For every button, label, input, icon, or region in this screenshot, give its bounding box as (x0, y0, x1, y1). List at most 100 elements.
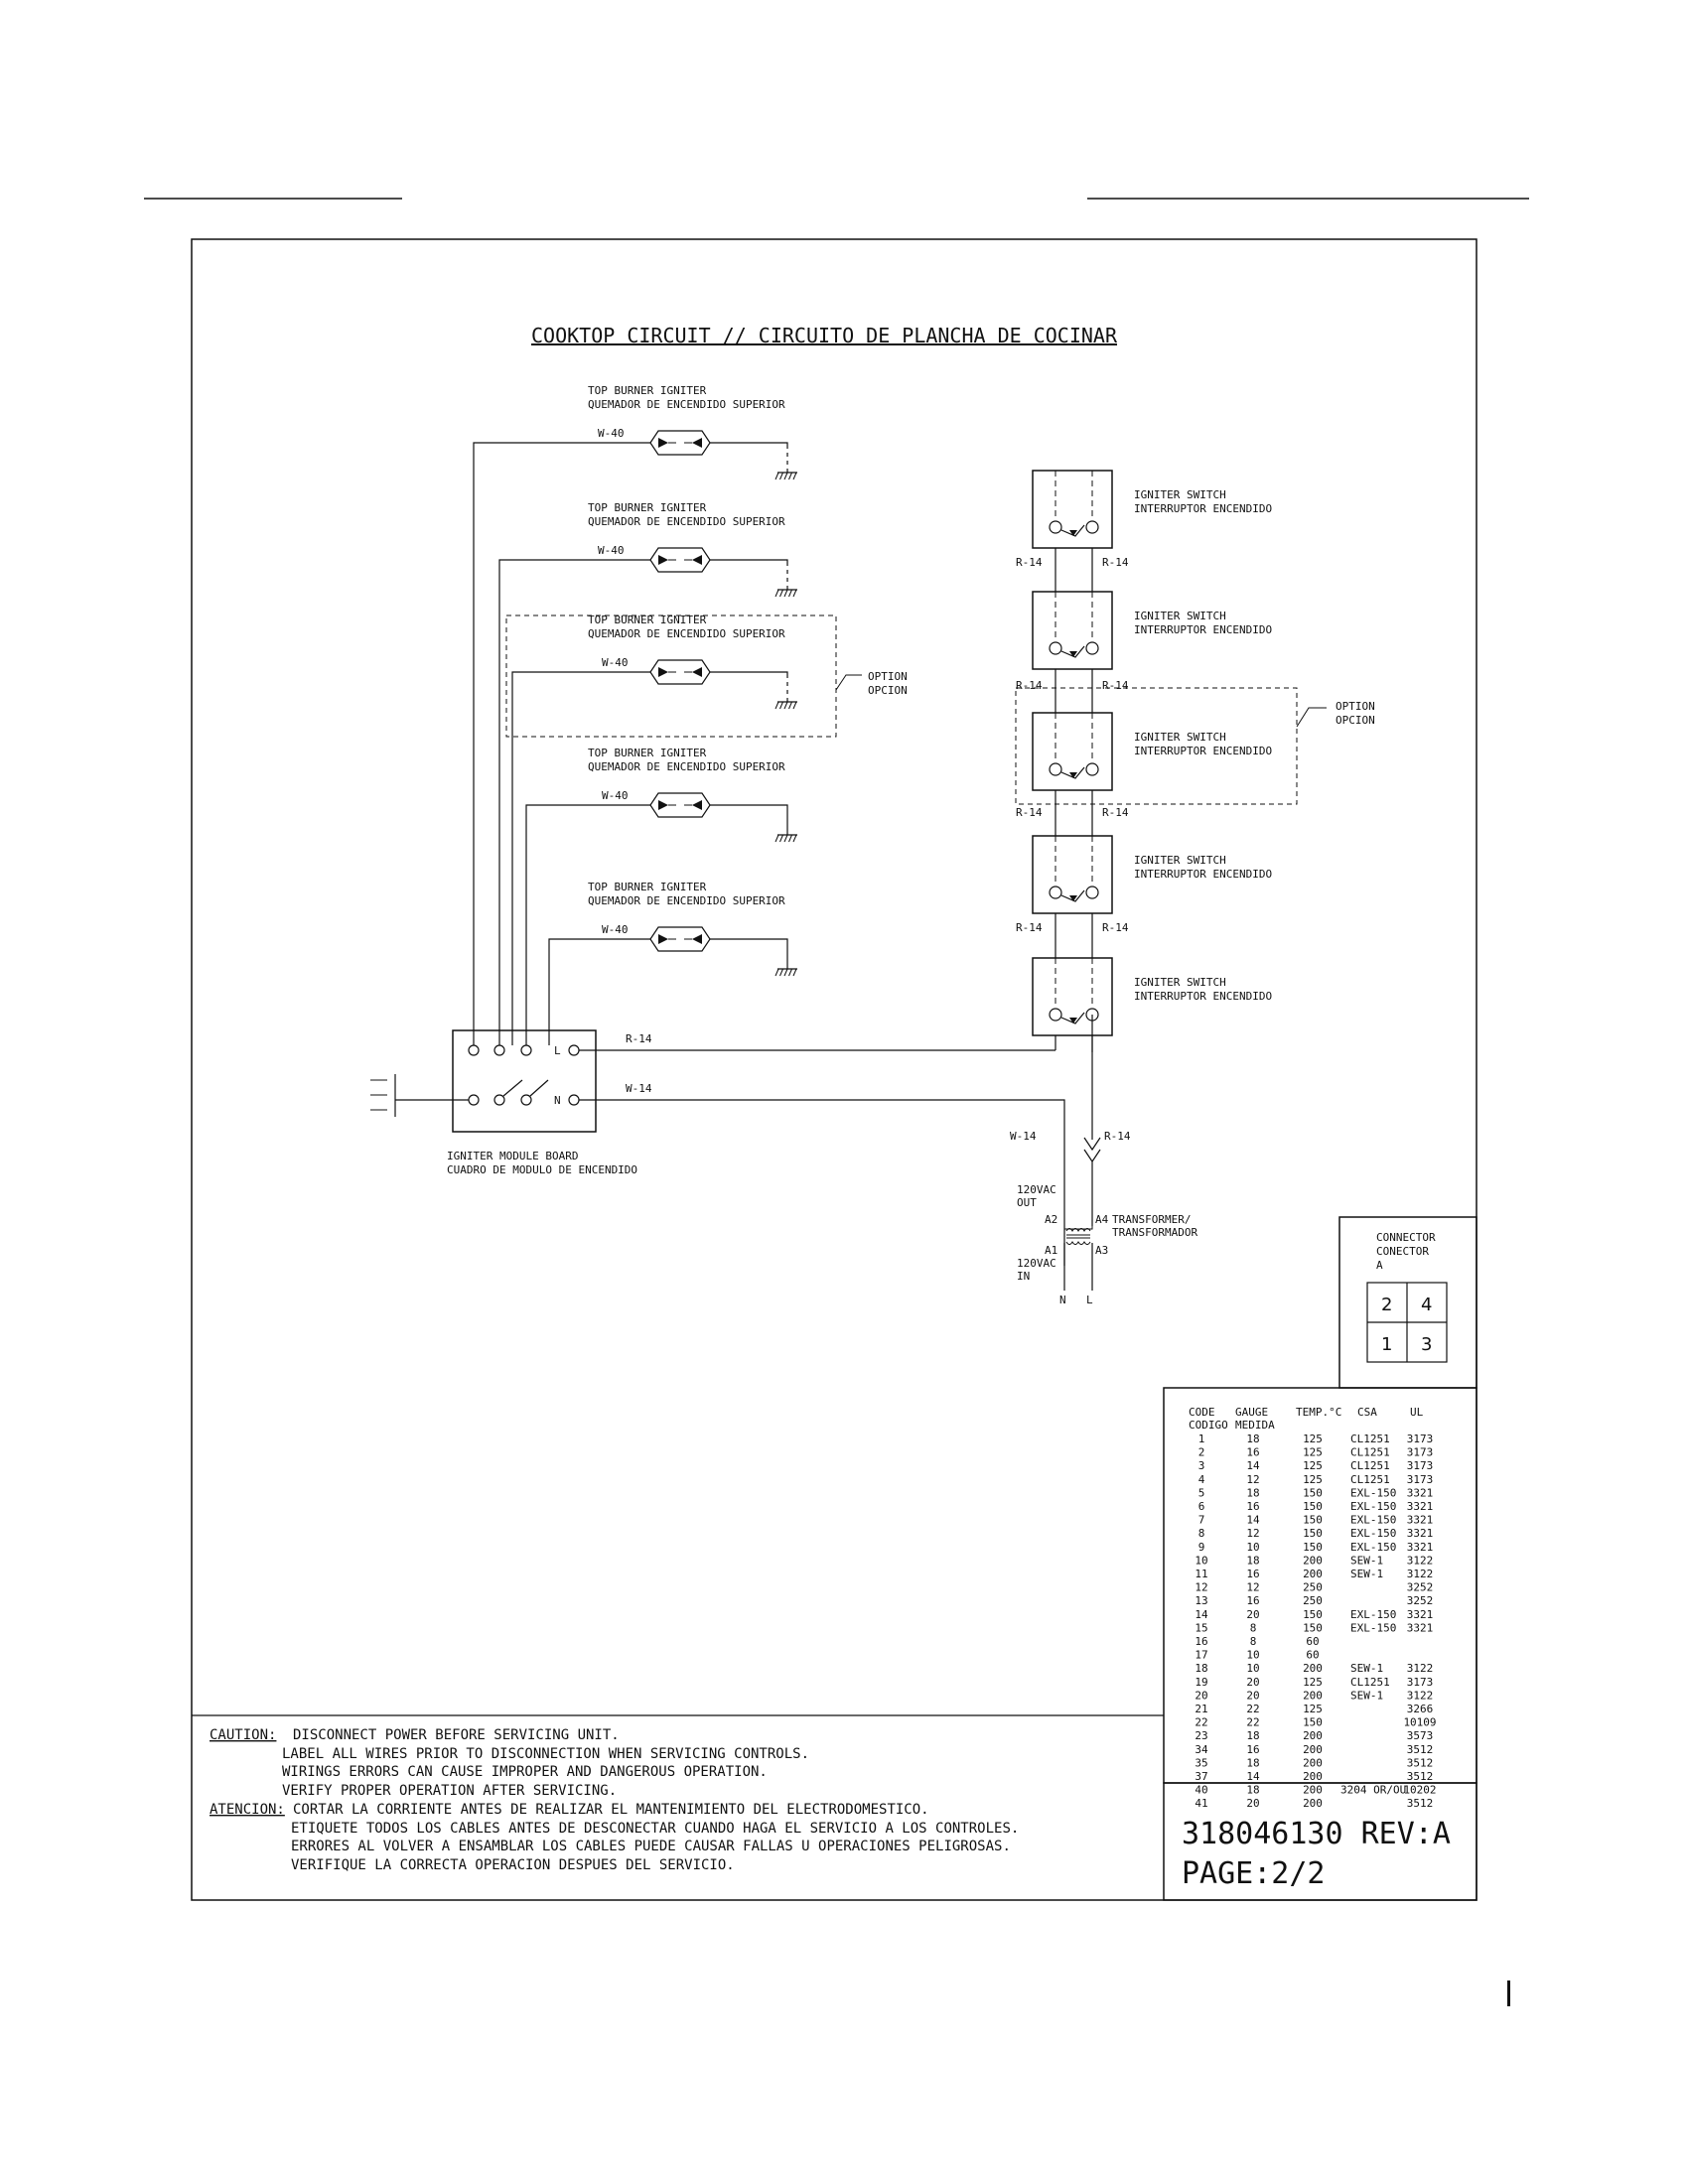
drawing-frame (191, 238, 1477, 1901)
wire-table-cell: CL1251 (1350, 1459, 1390, 1472)
igniter-electrode-icon (692, 555, 702, 565)
wire-table-cell: SEW-1 (1350, 1568, 1383, 1580)
switch-label-en: IGNITER SWITCH (1134, 976, 1226, 989)
switch-option-label-en: OPTION (1336, 700, 1375, 713)
igniter-option-label-en: OPTION (868, 670, 908, 683)
wire-table-cell: SEW-1 (1350, 1554, 1383, 1567)
switch-arrow-icon (1069, 772, 1077, 778)
wire-table-cell: 10 (1246, 1541, 1259, 1554)
ground-icon-hatch (783, 472, 788, 480)
connector-a-symbol (1083, 1149, 1101, 1163)
transformer-in-2: IN (1017, 1270, 1030, 1283)
wire-table-cell: 200 (1303, 1729, 1323, 1742)
ground-icon-hatch (774, 834, 779, 843)
wire-table-cell: 150 (1303, 1486, 1323, 1499)
connector-title-3: A (1376, 1259, 1383, 1272)
atencion-line-4: VERIFIQUE LA CORRECTA OPERACION DESPUES … (291, 1857, 735, 1873)
wire-table-cell: 2 (1198, 1446, 1205, 1459)
igniter-label-en: TOP BURNER IGNITER (588, 501, 707, 514)
wire-table-cell: 41 (1195, 1797, 1207, 1810)
wire-table-cell: CL1251 (1350, 1676, 1390, 1689)
wire-table-cell: 18 (1246, 1756, 1259, 1769)
wire-table-cell: 3321 (1407, 1514, 1434, 1527)
transformer-label-es: TRANSFORMADOR (1112, 1226, 1197, 1239)
switch-terminal (1085, 762, 1099, 776)
switch-contact (1060, 766, 1085, 779)
wire-table-cell: 22 (1246, 1703, 1259, 1715)
wire-table-cell: 125 (1303, 1433, 1323, 1445)
wire-table-cell: 200 (1303, 1689, 1323, 1702)
igniter-electrode-icon (692, 934, 702, 944)
ground-icon-hatch (788, 968, 792, 977)
ground-icon-hatch (788, 834, 792, 843)
wire-table-cell: 12 (1195, 1581, 1207, 1594)
wire-table-cell: 60 (1306, 1649, 1319, 1662)
wire-table-cell: 250 (1303, 1581, 1323, 1594)
igniter-label-en: TOP BURNER IGNITER (588, 384, 707, 397)
wire-table-cell: 10 (1246, 1662, 1259, 1675)
switch-label-en: IGNITER SWITCH (1134, 488, 1226, 501)
wire-table-cell: 3512 (1407, 1770, 1434, 1783)
wire-table-cell: 12 (1246, 1473, 1259, 1486)
wire-table-cell: 10 (1195, 1554, 1207, 1567)
wire-table-cell: 18 (1246, 1784, 1259, 1797)
ground-icon-hatch (792, 968, 797, 977)
wire-table-cell: EXL-150 (1350, 1486, 1396, 1499)
wire-table-cell: 3512 (1407, 1797, 1434, 1810)
wire-table-cell: 200 (1303, 1568, 1323, 1580)
wire-table-cell: 20 (1195, 1689, 1207, 1702)
ground-icon-hatch (779, 589, 783, 598)
module-n-wire-label: W-14 (626, 1082, 652, 1095)
switch-option-leader (1296, 707, 1327, 728)
ground-icon-hatch (779, 701, 783, 710)
module-terminal (493, 1044, 505, 1056)
wire-table-cell: 125 (1303, 1676, 1323, 1689)
wire-table-cell: 150 (1303, 1621, 1323, 1634)
switch-wire-label: R-14 (1016, 556, 1043, 569)
switch-label-es: INTERRUPTOR ENCENDIDO (1134, 745, 1272, 757)
switch-label-es: INTERRUPTOR ENCENDIDO (1134, 990, 1272, 1003)
table-header-ul: UL (1410, 1406, 1424, 1419)
module-terminal (493, 1094, 505, 1106)
module-terminal (520, 1044, 532, 1056)
wire-table-cell: 150 (1303, 1716, 1323, 1729)
module-switch-contact (529, 1079, 549, 1097)
ground-icon-hatch (792, 701, 797, 710)
wire-table-cell: 3173 (1407, 1473, 1434, 1486)
wire-table-cell: 18 (1246, 1433, 1259, 1445)
switch-contact (1060, 524, 1085, 537)
atencion-line-1: CORTAR LA CORRIENTE ANTES DE REALIZAR EL… (293, 1802, 929, 1818)
diagram-title: COOKTOP CIRCUIT // CIRCUITO DE PLANCHA D… (531, 324, 1118, 347)
switch-contact (1060, 889, 1085, 902)
wire-table-cell: 20 (1246, 1797, 1259, 1810)
igniter-label-es: QUEMADOR DE ENCENDIDO SUPERIOR (588, 760, 785, 773)
igniter-ground-wire (710, 671, 788, 702)
transformer-wire-right-label: R-14 (1104, 1130, 1131, 1143)
module-terminal (520, 1094, 532, 1106)
transformer-l-label: L (1086, 1294, 1093, 1306)
wire-table-cell: 3573 (1407, 1729, 1434, 1742)
switch-arrow-icon (1069, 1018, 1077, 1024)
igniter-module-board (452, 1029, 597, 1133)
ground-icon-hatch (774, 968, 779, 977)
wire-table-cell: 200 (1303, 1784, 1323, 1797)
igniter-electrode-icon (658, 667, 668, 677)
switch-arrow-icon (1069, 895, 1077, 901)
caution-line-1: DISCONNECT POWER BEFORE SERVICING UNIT. (293, 1727, 620, 1743)
title-block (1163, 1782, 1477, 1901)
atencion-line-3: ERRORES AL VOLVER A ENSAMBLAR LOS CABLES… (291, 1839, 1011, 1854)
wire-table-cell: 10 (1246, 1649, 1259, 1662)
igniter-wire-label: W-40 (602, 656, 629, 669)
igniter-ground-wire (710, 938, 788, 969)
wire-table-cell: EXL-150 (1350, 1608, 1396, 1621)
wire-table-cell: 8 (1250, 1621, 1257, 1634)
wire-table-cell: SEW-1 (1350, 1662, 1383, 1675)
table-header-temp: TEMP.°C (1296, 1406, 1341, 1419)
switch-terminal (1049, 520, 1062, 534)
wire-table-cell: 34 (1195, 1743, 1208, 1756)
atencion-line-2: ETIQUETE TODOS LOS CABLES ANTES DE DESCO… (291, 1821, 1019, 1837)
igniter-feed-wire (548, 938, 650, 1045)
transformer-out-2: OUT (1017, 1196, 1037, 1209)
transformer-a4: A4 (1095, 1213, 1109, 1226)
igniter-label-en: TOP BURNER IGNITER (588, 747, 707, 759)
